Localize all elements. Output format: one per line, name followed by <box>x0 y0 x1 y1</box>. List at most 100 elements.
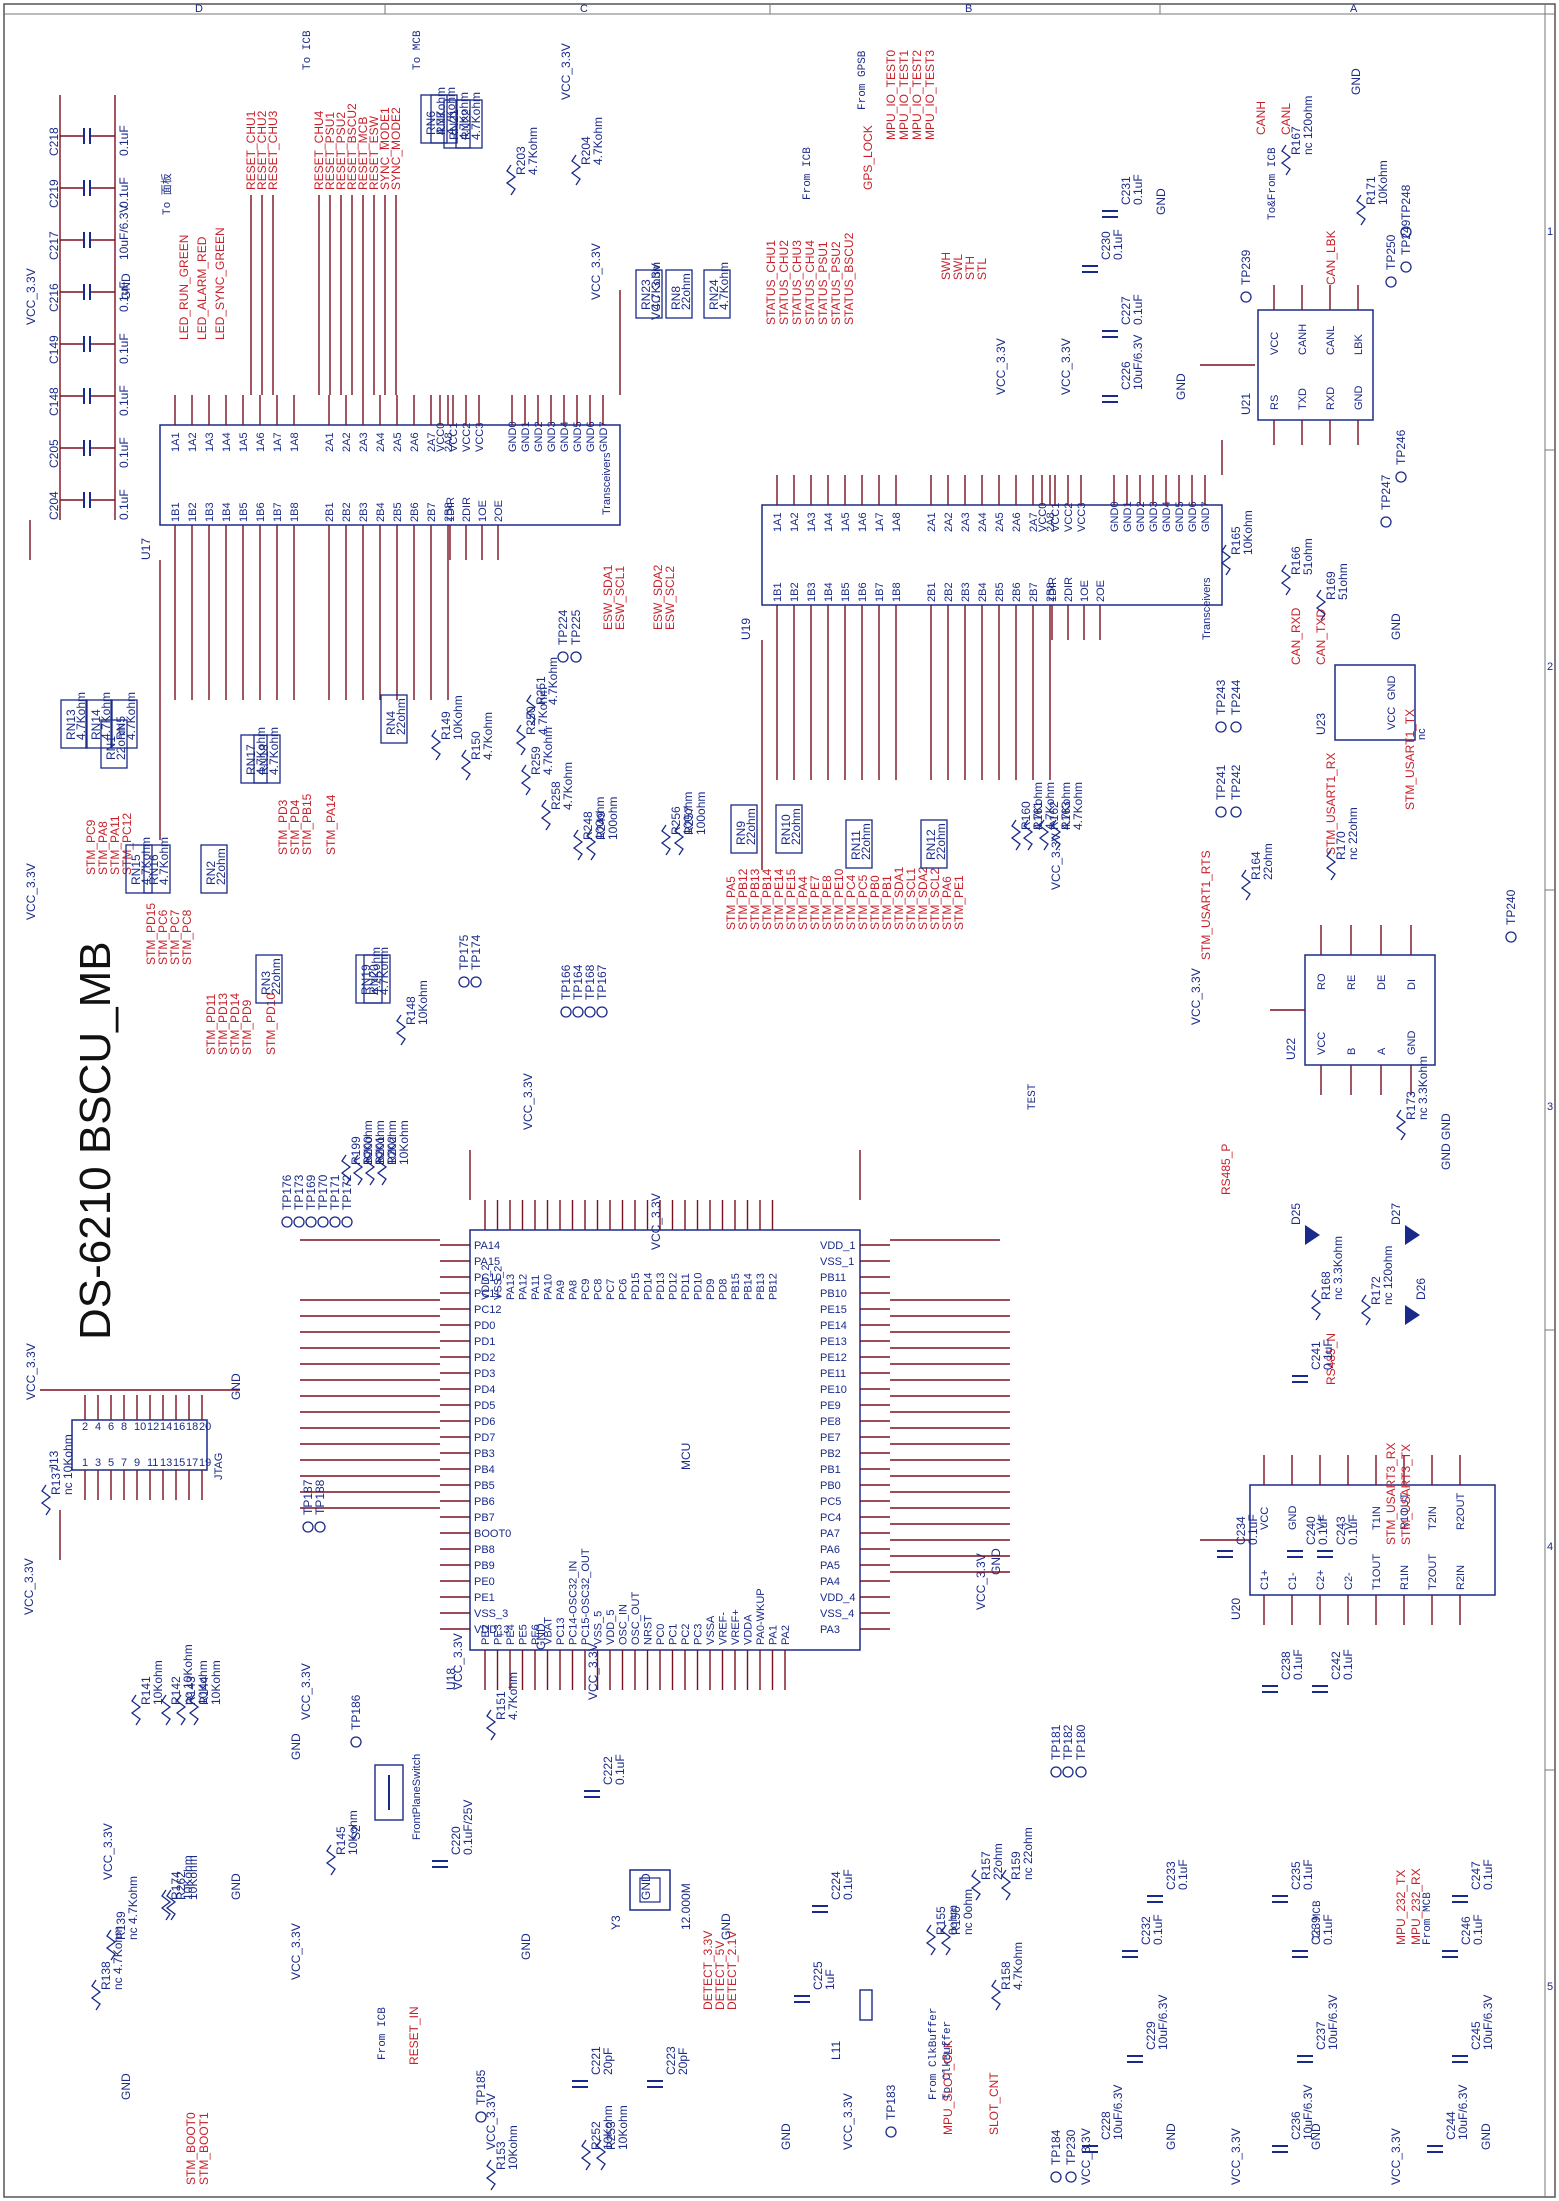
resistor-r249-value: 100ohm <box>606 797 620 840</box>
u20-pin-gnd: GND <box>1287 1506 1299 1531</box>
u23-nc: nc <box>1416 728 1428 740</box>
testpoint-tp171: TP171 <box>328 1174 342 1228</box>
note-from-mcb: From MCB <box>1422 1892 1434 1945</box>
j13-pin-odd-19: 19 <box>199 1457 211 1469</box>
cap-c239-ref: C239 <box>1309 1916 1323 1945</box>
u19-pin-2b7: 2B7 <box>1028 582 1040 602</box>
u18-pin-pc7: PC7 <box>605 1279 617 1300</box>
net-mpu_slot_clk: MPU_SLOT_CLK <box>941 2040 955 2135</box>
u17-pin-2a8: 2A8 <box>443 432 455 452</box>
resistor-r258-value: 4.7Kohm <box>561 762 575 810</box>
u21-pin-rxd: RXD <box>1325 387 1337 410</box>
j13-pin-even-4: 4 <box>95 1421 101 1433</box>
gnd-label-6: GND <box>519 1933 533 1960</box>
u20-pin-vcc: VCC <box>1259 1507 1271 1530</box>
u19-pin-1b2: 1B2 <box>789 582 801 602</box>
testpoint-tp175-label: TP175 <box>457 934 471 970</box>
resistor-r159-value: nc 22ohm <box>1021 1827 1035 1880</box>
testpoint-tp230: TP230 <box>1064 2129 1078 2183</box>
net-stm_pb0: STM_PB0 <box>868 875 882 930</box>
u19-pin-1a8: 1A8 <box>891 512 903 532</box>
resistor-r258-ref: R258 <box>549 781 563 810</box>
net-esw_scl2: ESW_SCL2 <box>663 566 677 630</box>
u18-pin-osc_in: OSC_IN <box>618 1604 630 1645</box>
u18-pin-pc3: PC3 <box>693 1624 705 1645</box>
vcc-label-13: VCC_3.3V <box>1049 833 1063 890</box>
rnet-rn20-ref: RN20 <box>367 964 381 995</box>
u18-pin-pd10: PD10 <box>693 1272 705 1300</box>
u18-pin-pe7: PE7 <box>820 1432 841 1444</box>
u17-pin-vcc0: VCC0 <box>435 423 447 452</box>
u19-pin-2a5: 2A5 <box>994 512 1006 532</box>
cap-c218-value: 0.1uF <box>117 125 131 156</box>
resistor-r156-ref: R156 <box>949 1906 963 1935</box>
cap-c217: C217 <box>47 231 61 260</box>
u18-pin-pd5: PD5 <box>474 1400 495 1412</box>
u19-pin-2b6: 2B6 <box>1011 582 1023 602</box>
resistor-r141-ref: R141 <box>139 1676 153 1705</box>
u18-pin-pd3: PD3 <box>474 1368 495 1380</box>
net-mpu_io_test3: MPU_IO_TEST3 <box>923 50 937 140</box>
u17-ref: U17 <box>139 538 153 560</box>
resistor-r157-ref: R157 <box>979 1851 993 1880</box>
u22-ref: U22 <box>1284 1038 1298 1060</box>
rnet-rn9-value: 22ohm <box>744 808 758 845</box>
resistor-r162-ref: R162 <box>1047 801 1061 830</box>
cap-c237-ref: C237 <box>1314 2021 1328 2050</box>
net-stm_boot1: STM_BOOT1 <box>197 2112 211 2185</box>
gnd-label-18: GND <box>1479 2123 1493 2150</box>
testpoint-tp181: TP181 <box>1049 1724 1063 1778</box>
resistor-r201-ref: R201 <box>373 1136 387 1165</box>
testpoint-tp173-label: TP173 <box>292 1174 306 1210</box>
rnet-rn21-ref: RN21 <box>447 109 461 140</box>
u18-pin-nrst: NRST <box>643 1615 655 1645</box>
u19-pin-vcc3: VCC3 <box>1076 503 1088 532</box>
resistor-r248-ref: R248 <box>581 811 595 840</box>
u18-pin-pe12: PE12 <box>820 1352 847 1364</box>
u18-pin-pb13: PB13 <box>755 1273 767 1300</box>
l11-inductor: L11 <box>829 1989 873 2060</box>
u18-pin-vss_3: VSS_3 <box>474 1608 508 1620</box>
resistor-r204-value: 4.7Kohm <box>591 117 605 165</box>
gnd-label-8: GND <box>779 2123 793 2150</box>
resistor-r256-ref: R256 <box>669 806 683 835</box>
rnet-rn14-ref: RN14 <box>89 709 103 740</box>
net-stm_boot0: STM_BOOT0 <box>184 2112 198 2185</box>
vcc-label-3: VCC_3.3V <box>22 1558 36 1615</box>
u17-pin-2b2: 2B2 <box>341 502 353 522</box>
resistor-r159-ref: R159 <box>1009 1851 1023 1880</box>
u22-pin-vcc: VCC <box>1316 1032 1328 1055</box>
u18-pin-pd15: PD15 <box>630 1272 642 1300</box>
rnet-rn15-ref: RN15 <box>129 854 143 885</box>
u19-pin-1b6: 1B6 <box>857 582 869 602</box>
rnet-rn13-value: 4.7Kohm <box>74 692 88 740</box>
u18-pin-pb1: PB1 <box>820 1464 841 1476</box>
cap-c226-value: 10uF/6.3V <box>1131 335 1145 390</box>
resistor-r169-ref: R169 <box>1324 571 1338 600</box>
y3-freq: 12.000M <box>679 1883 693 1930</box>
vcc-label-14: VCC_3.3V <box>649 1193 663 1250</box>
resistor-r165-value: 10Kohm <box>1241 510 1255 555</box>
resistor-r162-value: 4.7Kohm <box>1059 782 1073 830</box>
net-sync_mode2: SYNC_MODE2 <box>389 107 403 190</box>
net-mpu_232_rx: MPU_232_RX <box>1409 1868 1423 1945</box>
u19-pin-1a7: 1A7 <box>874 512 886 532</box>
note-from-gpsb: From GPSB <box>857 50 869 110</box>
rnet-rn24-ref: RN24 <box>707 279 721 310</box>
resistor-r163-value: 4.7Kohm <box>1071 782 1085 830</box>
cap-c241-ref: C241 <box>1309 1341 1323 1370</box>
u18-pin-pe13: PE13 <box>820 1336 847 1348</box>
net-stm_pd4: STM_PD4 <box>288 799 302 855</box>
